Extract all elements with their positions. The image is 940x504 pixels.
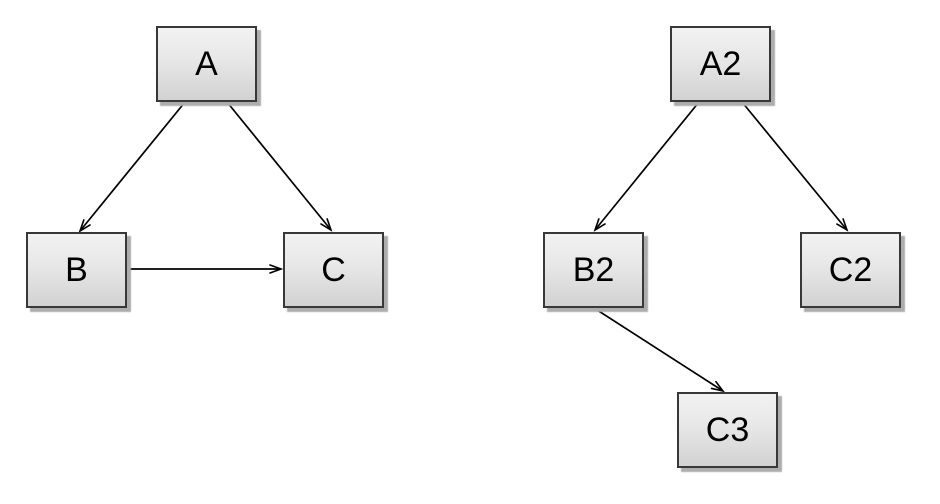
edge-B2-C3 <box>593 307 723 391</box>
node-A2[interactable]: A2 <box>670 26 771 102</box>
node-A-label: A <box>195 45 218 83</box>
node-C2[interactable]: C2 <box>800 232 901 308</box>
node-C[interactable]: C <box>283 232 384 308</box>
edge-A-C <box>226 101 331 230</box>
node-C-label: C <box>321 251 346 289</box>
node-B2-label: B2 <box>572 251 615 289</box>
graph-2-edges <box>593 101 847 391</box>
node-B2[interactable]: B2 <box>543 232 644 308</box>
node-C3-label: C3 <box>705 411 750 449</box>
edge-A2-B2 <box>595 101 700 230</box>
node-C2-label: C2 <box>828 251 873 289</box>
node-B-label: B <box>65 251 88 289</box>
graph-1-edges <box>80 101 331 269</box>
edge-A-B <box>80 101 186 231</box>
node-A[interactable]: A <box>156 26 257 102</box>
node-A2-label: A2 <box>699 45 742 83</box>
node-B[interactable]: B <box>26 232 127 308</box>
edge-A2-C2 <box>741 101 847 230</box>
node-C3[interactable]: C3 <box>677 392 778 468</box>
